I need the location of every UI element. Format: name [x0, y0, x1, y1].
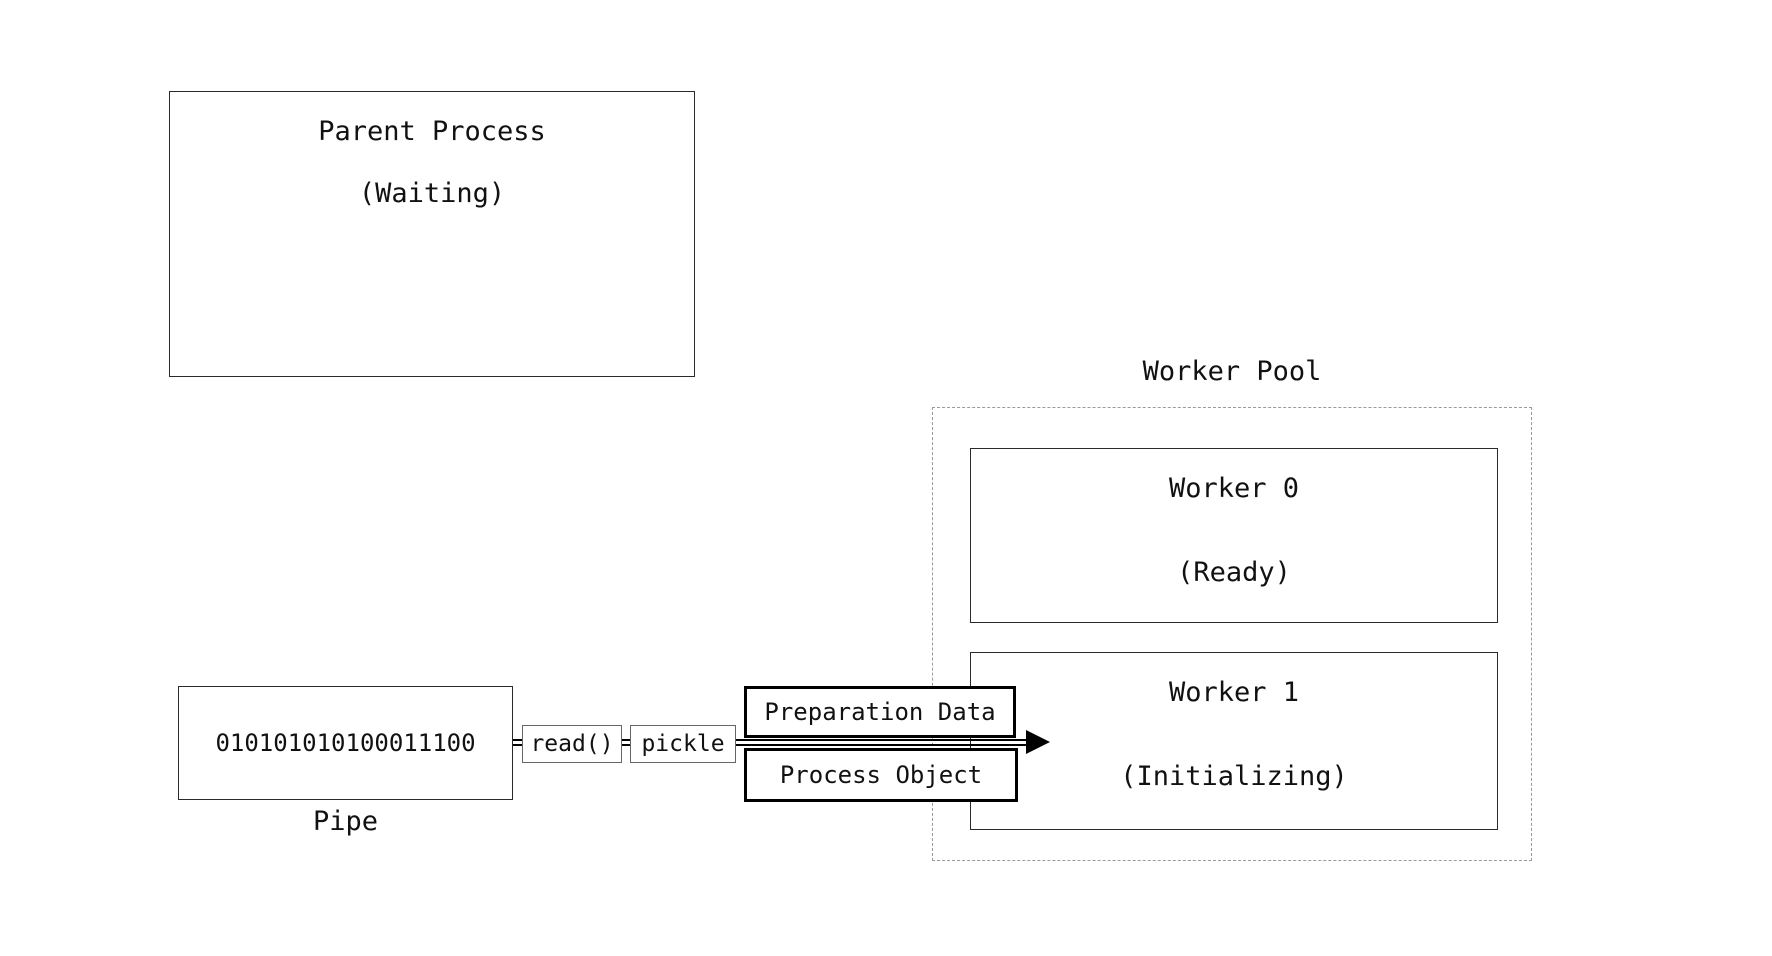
preparation-data-text: Preparation Data	[764, 698, 996, 726]
worker-1-title: Worker 1	[1168, 677, 1300, 708]
pickle-text: pickle	[641, 731, 725, 757]
process-object-box: Process Object	[744, 748, 1018, 802]
pickle-label: pickle	[630, 725, 736, 763]
transfer-arrow-shaft	[513, 739, 1028, 746]
worker-pool-label: Worker Pool	[1142, 356, 1322, 387]
transfer-arrow-head-icon	[1026, 730, 1050, 754]
pipe-box: 010101010100011100	[178, 686, 513, 800]
pipe-label: Pipe	[312, 806, 379, 837]
worker-0-box: Worker 0 (Ready)	[970, 448, 1498, 623]
worker-0-status: (Ready)	[1177, 557, 1291, 588]
pipe-binary-data: 010101010100011100	[215, 729, 476, 757]
worker-1-status: (Initializing)	[1120, 761, 1348, 792]
process-object-text: Process Object	[779, 761, 983, 789]
read-call-text: read()	[530, 731, 614, 757]
worker-0-title: Worker 0	[1168, 473, 1300, 504]
parent-process-box: Parent Process (Waiting)	[169, 91, 695, 377]
parent-process-status: (Waiting)	[358, 178, 506, 209]
parent-process-title: Parent Process	[318, 116, 546, 147]
worker-1-box: Worker 1 (Initializing)	[970, 652, 1498, 830]
worker-pool-boundary	[932, 407, 1532, 861]
preparation-data-box: Preparation Data	[744, 686, 1016, 738]
read-call-label: read()	[522, 725, 622, 763]
